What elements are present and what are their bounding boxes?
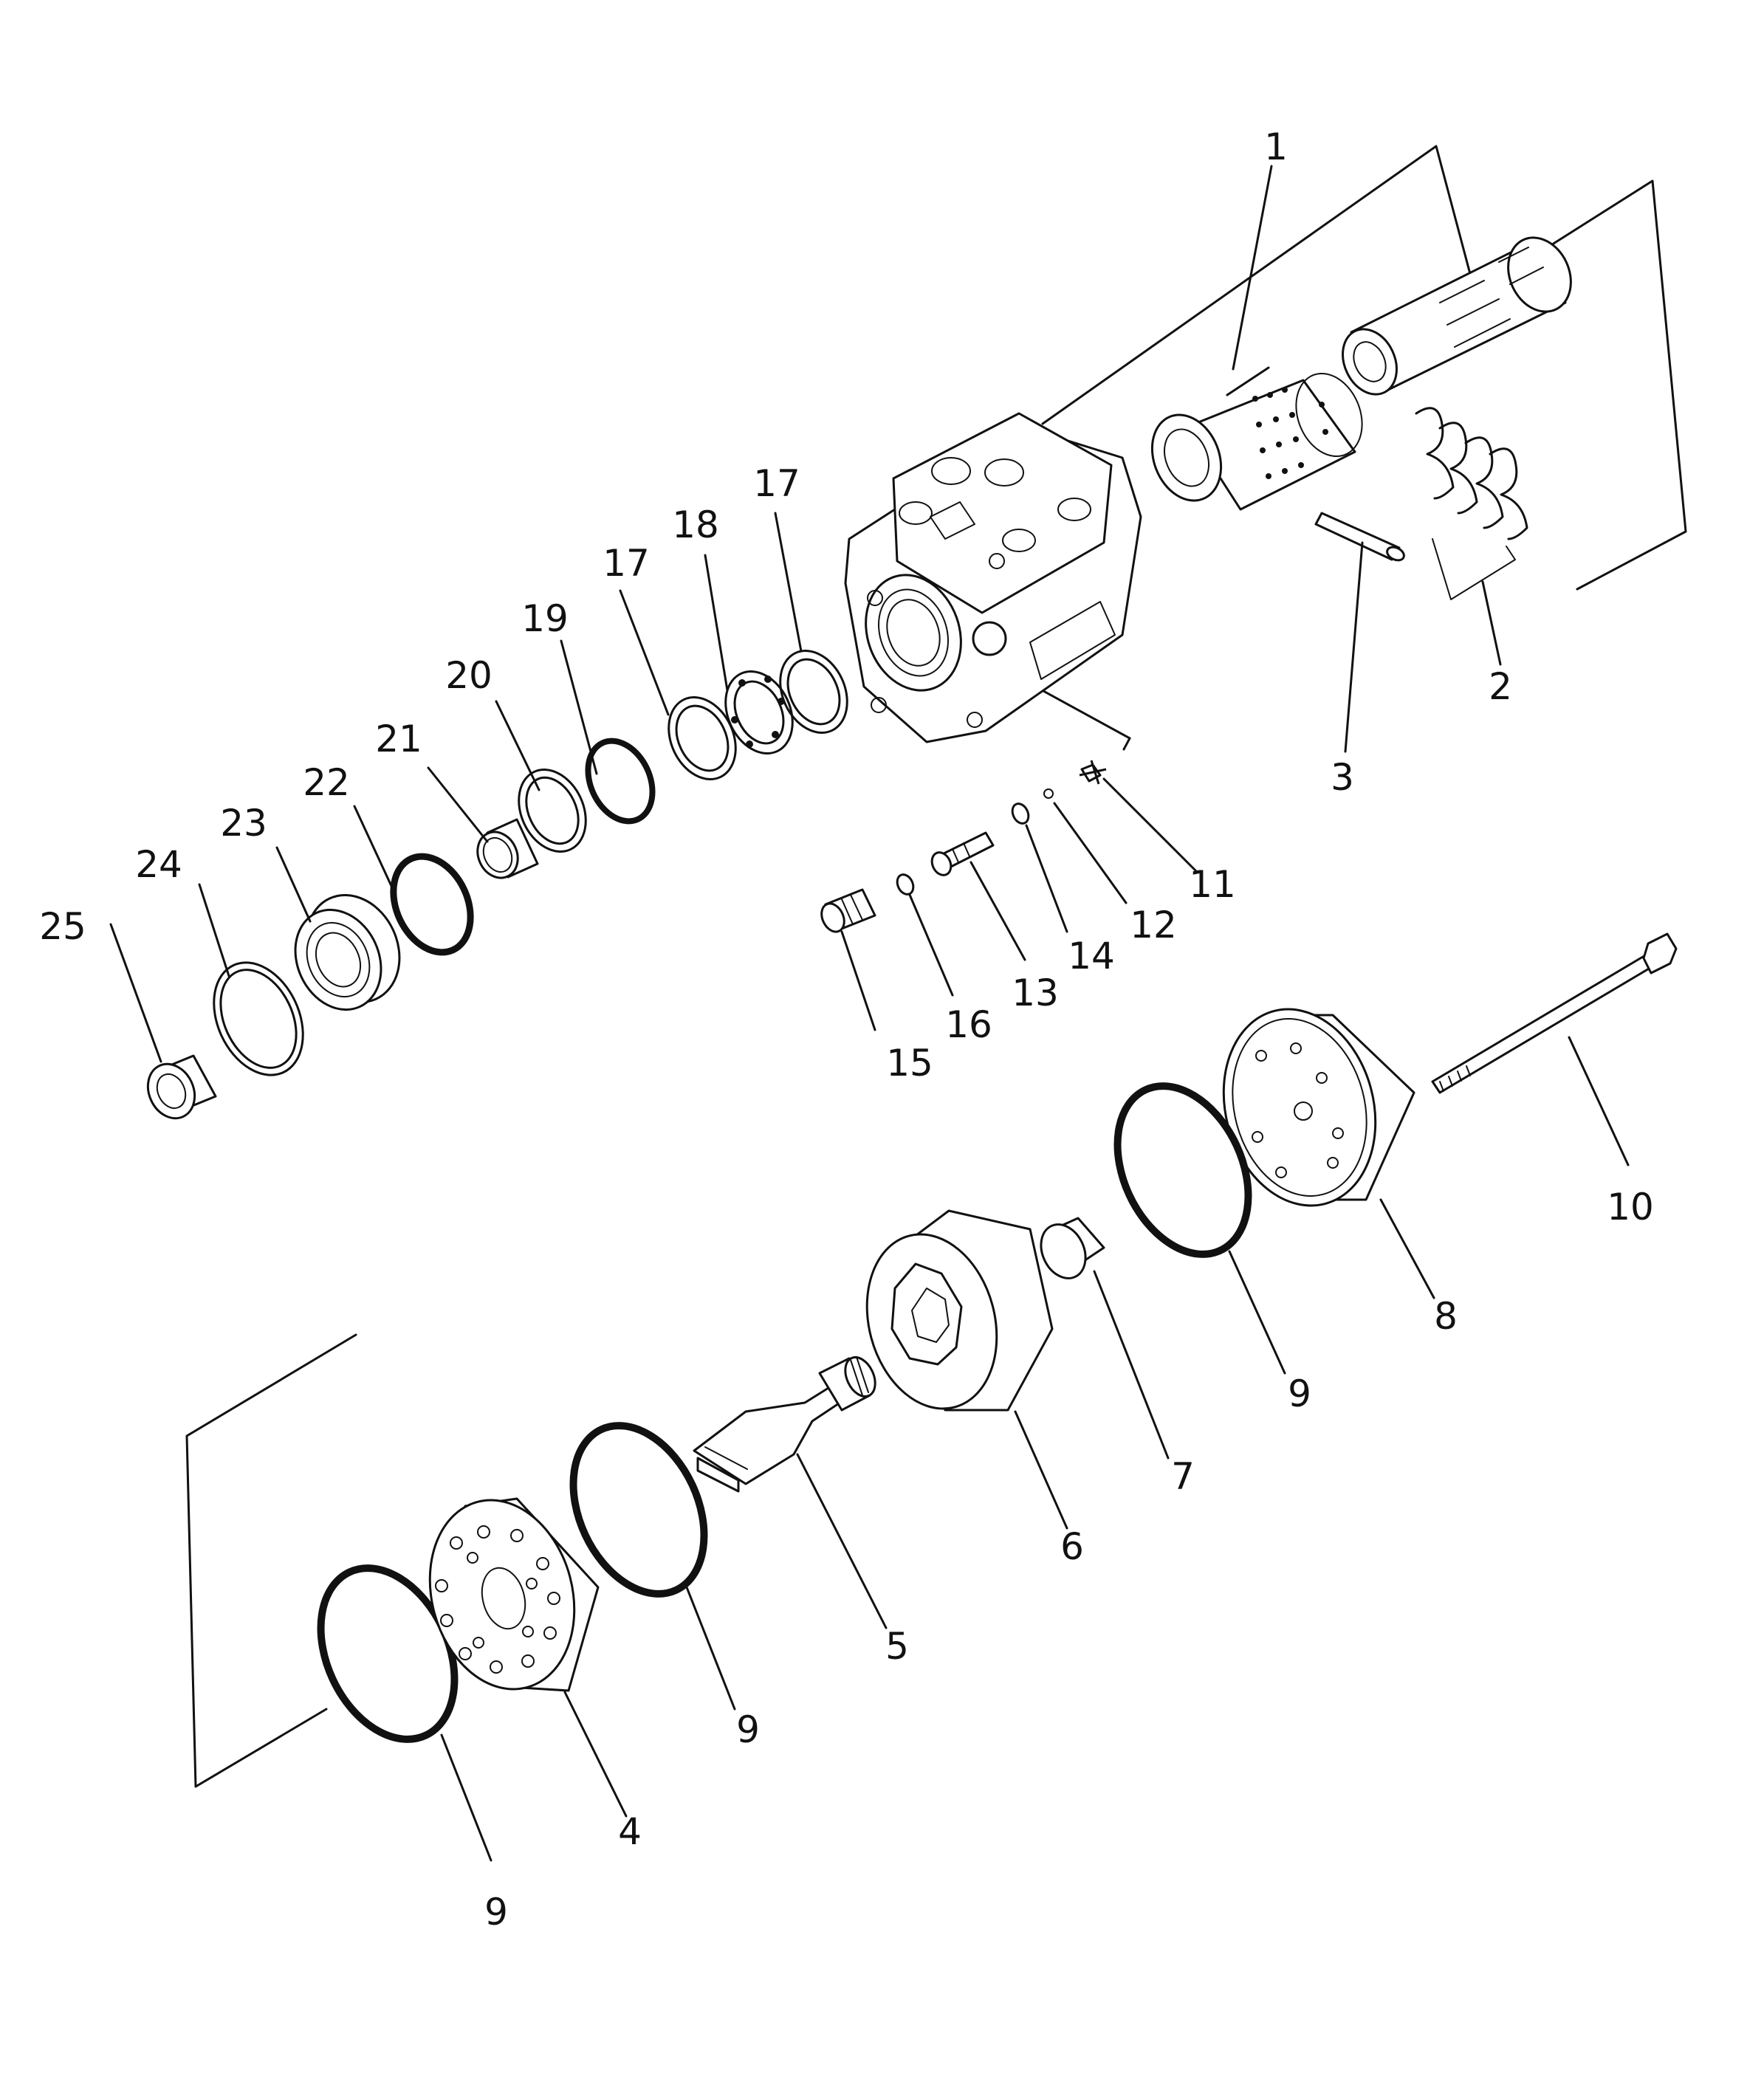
callout-8: 8 (1434, 1295, 1458, 1338)
callout-9-middle: 9 (736, 1708, 760, 1751)
bushing-21 (476, 818, 539, 879)
callout-1: 1 (1264, 126, 1288, 168)
drive-shaft-part-5 (693, 1356, 888, 1629)
port-plate-part-4 (428, 1497, 628, 1818)
ring-20 (518, 769, 587, 853)
callout-13: 13 (1012, 972, 1059, 1014)
end-cap-part-8 (1222, 1008, 1435, 1299)
seal-housing-23 (294, 893, 401, 1011)
callout-14: 14 (1068, 935, 1115, 977)
callout-20: 20 (445, 654, 493, 697)
callout-17-lower: 17 (603, 542, 650, 585)
o-ring-22 (390, 853, 474, 956)
assembly-brackets (185, 145, 1687, 1788)
callout-22: 22 (303, 761, 350, 804)
o-ring-14 (1011, 802, 1030, 825)
seal-stack (146, 650, 848, 1120)
callout-24: 24 (135, 843, 182, 886)
centering-springs-part-2 (1415, 407, 1528, 666)
ball-12 (1043, 788, 1054, 799)
cross-pin-part-3 (1314, 512, 1405, 753)
gerotor-part-6 (865, 1209, 1068, 1530)
washer-17-lower (667, 696, 737, 780)
callout-17-upper: 17 (753, 462, 800, 505)
callout-16: 16 (945, 1003, 992, 1046)
callout-5: 5 (885, 1625, 909, 1668)
o-ring-9-right (1113, 1082, 1286, 1375)
callout-23: 23 (220, 802, 267, 845)
o-ring-16 (896, 873, 915, 896)
dust-seal-25 (146, 1054, 217, 1120)
callout-15: 15 (886, 1042, 933, 1085)
washer-17-upper (779, 650, 848, 734)
check-valve-parts (820, 760, 1107, 933)
callout-18: 18 (672, 503, 719, 546)
plug-part-7 (1040, 1217, 1170, 1460)
spool-upper (1342, 236, 1572, 396)
thrust-bearing-18 (724, 670, 794, 755)
callout-21: 21 (375, 718, 422, 760)
plug-15 (820, 888, 876, 933)
callout-19: 19 (521, 597, 569, 640)
o-ring-9-middle (569, 1422, 736, 1711)
spool-sleeve-part-1 (1150, 366, 1363, 511)
callout-6: 6 (1060, 1525, 1084, 1568)
part-11 (1079, 760, 1107, 785)
leader-lines (109, 165, 1273, 1063)
callout-labels: 1 2 3 4 5 6 7 8 9 9 9 10 11 12 13 14 15 … (39, 126, 1654, 1934)
callout-9-left: 9 (484, 1891, 508, 1934)
ring-24 (213, 961, 304, 1076)
tie-bolt-part-10 (1431, 932, 1678, 1166)
callout-2: 2 (1489, 665, 1512, 708)
callout-25: 25 (39, 905, 86, 948)
valve-housing (844, 412, 1142, 743)
callout-7: 7 (1171, 1455, 1195, 1498)
o-ring-19 (585, 738, 656, 825)
callout-12: 12 (1130, 904, 1177, 946)
callout-10: 10 (1607, 1186, 1654, 1228)
callout-4: 4 (618, 1810, 642, 1853)
callout-11: 11 (1189, 863, 1236, 906)
callout-9-right: 9 (1288, 1372, 1311, 1415)
callout-3: 3 (1331, 756, 1354, 799)
poppet-13 (930, 831, 995, 876)
